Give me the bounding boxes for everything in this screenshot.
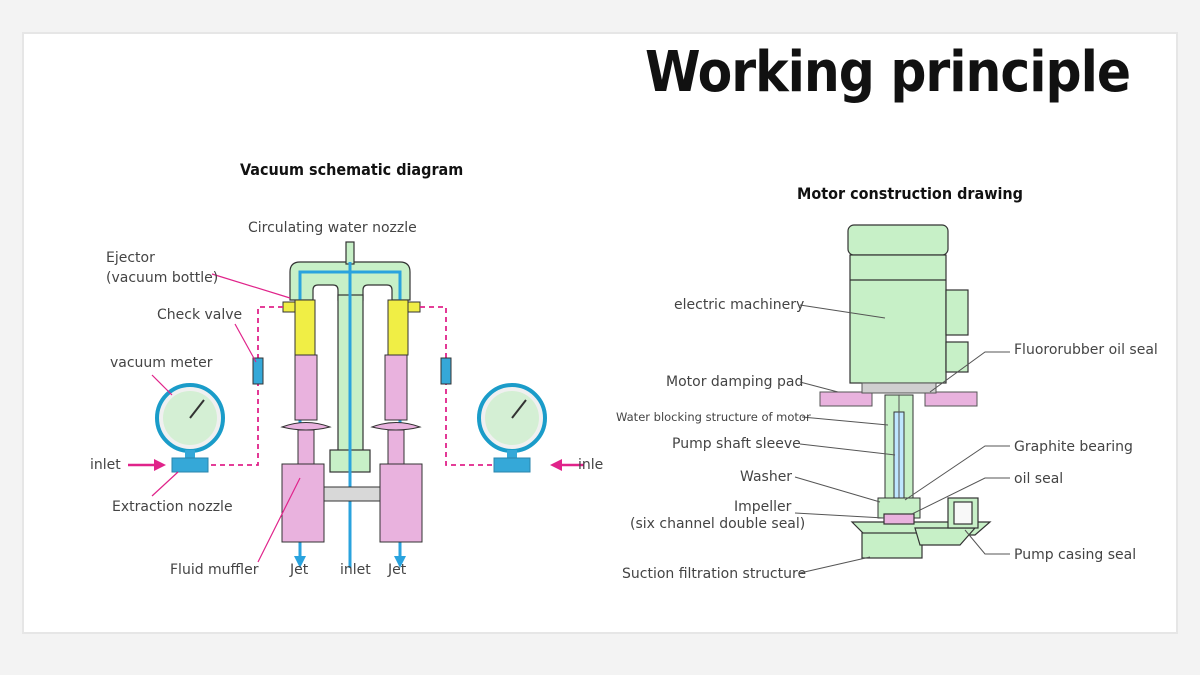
jet-arrows (294, 556, 406, 568)
label-impeller-1: Impeller (734, 499, 792, 515)
label-check-valve: Check valve (157, 307, 242, 323)
label-inlet-bottom: inlet (340, 562, 371, 578)
inlet-arrows (128, 459, 584, 471)
label-suction: Suction filtration structure (622, 566, 806, 582)
label-jet-left: Jet (289, 562, 309, 578)
pink-tubes (280, 354, 423, 543)
label-water-block: Water blocking structure of motor (616, 410, 811, 424)
check-valves (252, 357, 452, 385)
page-title: Working principle (645, 40, 1131, 105)
label-fluororubber: Fluororubber oil seal (1014, 342, 1158, 358)
label-oil-seal: oil seal (1014, 471, 1063, 487)
pump-shaft (877, 394, 921, 530)
vacuum-leader-lines (151, 273, 301, 563)
vacuum-meter-right (477, 383, 547, 473)
pump-casing (850, 497, 992, 559)
label-ejector-2: (vacuum bottle) (106, 270, 218, 286)
label-washer: Washer (740, 469, 792, 485)
dashed-vacuum-lines (208, 306, 494, 466)
motor-body (847, 224, 969, 384)
label-inlet-right: inle (578, 457, 603, 473)
content-frame (22, 32, 1178, 634)
label-muffler: Fluid muffler (170, 562, 259, 578)
damping-pad (819, 382, 978, 407)
vacuum-diagram-title: Vacuum schematic diagram (240, 160, 464, 179)
label-vacuum-meter: vacuum meter (110, 355, 213, 371)
motor-diagram-title: Motor construction drawing (797, 184, 1023, 203)
label-ejector-1: Ejector (106, 250, 155, 266)
label-inlet-left: inlet (90, 457, 121, 473)
label-electric-machinery: electric machinery (674, 297, 804, 313)
label-shaft-sleeve: Pump shaft sleeve (672, 436, 801, 452)
motor-leader-lines (794, 304, 1010, 574)
label-jet-right: Jet (387, 562, 407, 578)
vacuum-meter-left (155, 383, 225, 473)
label-casing-seal: Pump casing seal (1014, 547, 1136, 563)
label-nozzle: Circulating water nozzle (248, 220, 417, 236)
label-extraction: Extraction nozzle (112, 499, 233, 515)
label-impeller-2: (six channel double seal) (630, 516, 805, 532)
yellow-sections (282, 299, 421, 356)
label-graphite: Graphite bearing (1014, 439, 1133, 455)
label-damping-pad: Motor damping pad (666, 374, 803, 390)
